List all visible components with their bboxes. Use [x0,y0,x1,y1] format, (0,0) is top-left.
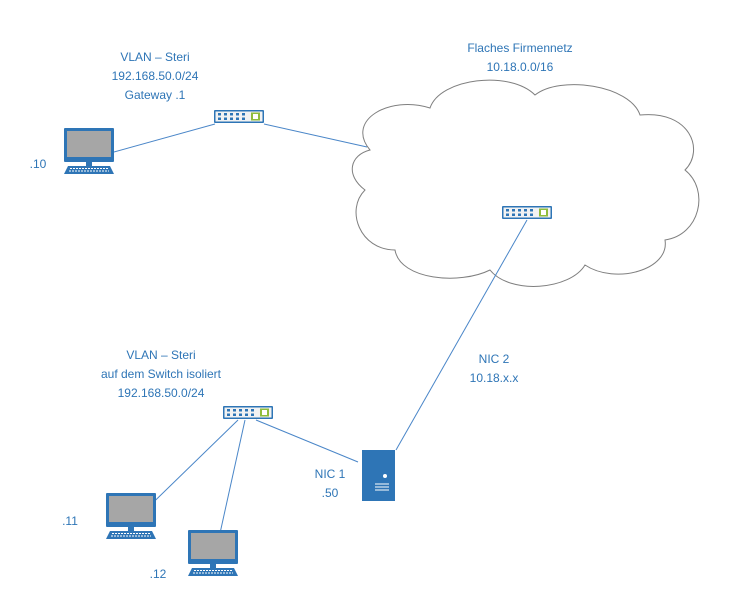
computer-12-icon [187,529,239,577]
vlan-top-label: VLAN – Steri 192.168.50.0/24 Gateway .1 [95,48,215,105]
nic2-label: NIC 2 10.18.x.x [454,350,534,388]
cloud-line2: 10.18.0.0/16 [486,60,554,74]
computer-11-icon [105,492,157,540]
vlan-top-line1: VLAN – Steri [120,50,190,64]
server-icon [362,450,395,501]
switch-bottom-icon [223,406,273,419]
switch-top-icon [214,110,264,123]
switch-cloud-icon [502,206,552,219]
host-11-label: .11 [62,514,78,528]
vlan-top-line2: 192.168.50.0/24 [111,69,199,83]
vlan-top-line3: Gateway .1 [124,88,186,102]
nic1-line2: .50 [321,486,339,500]
nic2-line1: NIC 2 [478,352,510,366]
host-12-label: .12 [149,567,167,581]
vlan-bottom-label: VLAN – Steri auf dem Switch isoliert 192… [86,346,236,403]
link-switch-bottom-server [255,419,359,463]
vlan-bottom-line3: 192.168.50.0/24 [117,386,205,400]
nic1-label: NIC 1 .50 [300,465,360,503]
vlan-bottom-line1: VLAN – Steri [126,348,196,362]
computer-10-icon [63,127,115,175]
nic1-line1: NIC 1 [314,467,346,481]
link-cloud-switch-server [395,219,528,451]
vlan-bottom-line2: auf dem Switch isoliert [100,367,222,381]
cloud-shape [351,79,700,287]
cloud-line1: Flaches Firmennetz [467,41,573,55]
link-switch-top-cloud [263,123,368,148]
host-10-label: .10 [29,157,47,171]
nic2-line2: 10.18.x.x [469,371,519,385]
cloud-label: Flaches Firmennetz 10.18.0.0/16 [455,39,585,77]
